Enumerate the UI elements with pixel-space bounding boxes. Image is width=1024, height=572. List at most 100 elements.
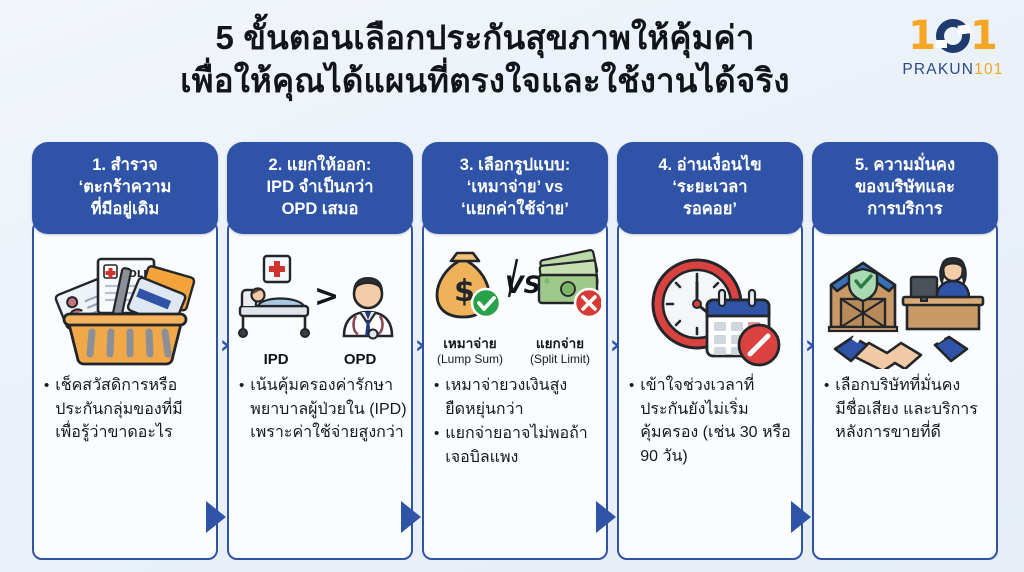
split-limit-caption-en: (Split Limit): [529, 352, 590, 366]
step-5-header-text: 5. ความมั่นคง ของบริษัทและ การบริการ: [855, 154, 955, 220]
split-limit-caption-th: แยกจ่าย: [535, 336, 585, 351]
bullet-dot-icon: •: [434, 425, 440, 442]
chevron-right-icon-4: ›: [804, 330, 816, 359]
step-4-header: 4. อ่านเงื่อนไข ‘ระยะเวลา รอคอย’: [617, 142, 803, 234]
step-3-head-line-3: ‘แยกค่าใช้จ่าย’: [461, 200, 569, 218]
list-item: • เข้าใจช่วงเวลาที่ประกันยังไม่เริ่มคุ้ม…: [629, 374, 797, 468]
step-2-body: > IPD OPD: [227, 220, 413, 560]
chevron-right-icon-3: ›: [609, 330, 621, 359]
svg-text:$: $: [454, 274, 475, 309]
page-title: 5 ขั้นตอนเลือกประกันสุขภาพให้คุ้มค่า เพื…: [90, 16, 880, 102]
list-item: • เหมาจ่ายวงเงินสูงยืดหยุ่นกว่า: [434, 374, 602, 421]
lump-sum-vs-split-limit-art: $ VS: [429, 243, 605, 366]
step-card-5[interactable]: 5. ความมั่นคง ของบริษัทและ การบริการ: [812, 142, 998, 560]
list-item: • เลือกบริษัทที่มั่นคง มีชื่อเสียง และบร…: [824, 374, 992, 445]
step-1-icon-zone: POLICY: [34, 246, 216, 374]
chevron-right-icon-2: ›: [414, 330, 426, 359]
lump-sum-caption-en: (Lump Sum): [436, 352, 504, 366]
step-4-head-line-2: ‘ระยะเวลา: [672, 178, 748, 196]
step-4-body: • เข้าใจช่วงเวลาที่ประกันยังไม่เริ่มคุ้ม…: [617, 220, 803, 560]
step-4-bullet-1-text: เข้าใจช่วงเวลาที่ประกันยังไม่เริ่มคุ้มคร…: [640, 377, 791, 465]
logo-wordmark-main: PRAKUN: [902, 61, 975, 78]
step-1-head-line-2: ‘ตะกร้าความ: [78, 178, 172, 196]
lump-sum-caption: เหมาจ่าย (Lump Sum): [431, 336, 509, 367]
step-3-bullet-2-text: แยกจ่ายอาจไม่พอถ้าเจอบิลแพง: [445, 425, 588, 466]
step-2-head-line-3: OPD เสมอ: [281, 200, 359, 218]
step-1-body: POLICY: [32, 220, 218, 560]
step-2-header-text: 2. แยกให้ออก: IPD จำเป็นกว่า OPD เสมอ: [267, 154, 374, 220]
step-3-head-line-1: 3. เลือกรูปแบบ:: [459, 156, 571, 174]
svg-text:POLICY: POLICY: [121, 269, 162, 280]
company-building-service-desk-handshake-icon: [827, 256, 985, 369]
step-3-bullets: • เหมาจ่ายวงเงินสูงยืดหยุ่นกว่า • แยกจ่า…: [434, 374, 602, 470]
chevron-right-icon-1: ›: [219, 330, 231, 359]
step-5-icon-zone: [814, 246, 996, 374]
logo-zero-ring-icon: [936, 19, 970, 53]
opd-label: OPD: [343, 351, 377, 368]
list-item: • เน้นคุ้มครองค่ารักษาพยาบาลผู้ป่วยใน (I…: [239, 374, 407, 445]
arrow-marker-2-icon: [401, 501, 421, 533]
bullet-dot-icon: •: [44, 377, 50, 394]
ipd-opd-labels: IPD OPD: [236, 351, 404, 368]
step-1-bullet-1-text: เช็คสวัสดิการหรือประกันกลุ่มของที่มี เพื…: [55, 377, 183, 441]
bullet-dot-icon: •: [434, 377, 440, 394]
step-5-header: 5. ความมั่นคง ของบริษัทและ การบริการ: [812, 142, 998, 234]
step-1-head-line-3: ที่มีอยู่เดิม: [90, 200, 160, 218]
step-1-bullets: • เช็คสวัสดิการหรือประกันกลุ่มของที่มี เ…: [44, 374, 212, 446]
step-4-head-line-3: รอคอย’: [683, 200, 737, 218]
step-3-head-line-2: ‘เหมาจ่าย’ vs: [466, 178, 564, 196]
lump-split-captions: เหมาจ่าย (Lump Sum) แยกจ่าย (Split Limit…: [429, 336, 601, 367]
money-bag-versus-banknotes-icon: $ VS: [435, 249, 605, 319]
step-4-header-text: 4. อ่านเงื่อนไข ‘ระยะเวลา รอคอย’: [658, 154, 761, 220]
step-5-head-line-2: ของบริษัทและ: [855, 178, 955, 196]
step-card-4[interactable]: 4. อ่านเงื่อนไข ‘ระยะเวลา รอคอย’: [617, 142, 803, 560]
step-5-body: • เลือกบริษัทที่มั่นคง มีชื่อเสียง และบร…: [812, 220, 998, 560]
step-3-body: $ VS: [422, 220, 608, 560]
step-3-header-text: 3. เลือกรูปแบบ: ‘เหมาจ่าย’ vs ‘แยกค่าใช้…: [460, 154, 570, 220]
bullet-dot-icon: •: [824, 377, 830, 394]
bullet-dot-icon: •: [629, 377, 635, 394]
steps-container: 1. สำรวจ ‘ตะกร้าความ ที่มีอยู่เดิม: [0, 142, 1024, 562]
ipd-label: IPD: [263, 351, 289, 368]
step-4-icon-zone: [619, 246, 801, 374]
logo-mark-icon: 1 1: [894, 14, 1012, 58]
step-5-bullet-1-text: เลือกบริษัทที่มั่นคง มีชื่อเสียง และบริก…: [835, 377, 978, 441]
list-item: • แยกจ่ายอาจไม่พอถ้าเจอบิลแพง: [434, 422, 602, 469]
step-2-head-line-1: 2. แยกให้ออก:: [268, 156, 372, 174]
logo-wordmark: PRAKUN101: [894, 61, 1012, 79]
clock-and-calendar-with-blocked-badge-icon: [651, 258, 781, 367]
step-2-header: 2. แยกให้ออก: IPD จำเป็นกว่า OPD เสมอ: [227, 142, 413, 234]
step-card-3[interactable]: 3. เลือกรูปแบบ: ‘เหมาจ่าย’ vs ‘แยกค่าใช้…: [422, 142, 608, 560]
step-5-bullets: • เลือกบริษัทที่มั่นคง มีชื่อเสียง และบร…: [824, 374, 992, 446]
arrow-marker-4-icon: [791, 501, 811, 533]
hospital-bed-versus-doctor-icon: >: [238, 254, 394, 340]
step-card-2[interactable]: 2. แยกให้ออก: IPD จำเป็นกว่า OPD เสมอ: [227, 142, 413, 560]
step-2-bullets: • เน้นคุ้มครองค่ารักษาพยาบาลผู้ป่วยใน (I…: [239, 374, 407, 446]
step-card-1[interactable]: 1. สำรวจ ‘ตะกร้าความ ที่มีอยู่เดิม: [32, 142, 218, 560]
step-3-header: 3. เลือกรูปแบบ: ‘เหมาจ่าย’ vs ‘แยกค่าใช้…: [422, 142, 608, 234]
step-2-icon-zone: > IPD OPD: [229, 246, 411, 374]
logo-wordmark-accent: 101: [974, 61, 1004, 78]
step-1-head-line-1: 1. สำรวจ: [92, 156, 158, 174]
step-2-bullet-1-text: เน้นคุ้มครองค่ารักษาพยาบาลผู้ป่วยใน (IPD…: [250, 377, 407, 441]
list-item: • เช็คสวัสดิการหรือประกันกลุ่มของที่มี เ…: [44, 374, 212, 445]
page-header: 5 ขั้นตอนเลือกประกันสุขภาพให้คุ้มค่า เพื…: [0, 0, 1024, 138]
arrow-marker-3-icon: [596, 501, 616, 533]
ipd-vs-opd-art: > IPD OPD: [236, 254, 404, 368]
step-2-head-line-2: IPD จำเป็นกว่า: [266, 178, 374, 196]
arrow-marker-1-icon: [206, 501, 226, 533]
logo-digit-right: 1: [970, 13, 998, 59]
bullet-dot-icon: •: [239, 377, 245, 394]
step-1-header-text: 1. สำรวจ ‘ตะกร้าความ ที่มีอยู่เดิม: [79, 154, 172, 220]
split-limit-caption: แยกจ่าย (Split Limit): [521, 336, 599, 367]
step-4-bullets: • เข้าใจช่วงเวลาที่ประกันยังไม่เริ่มคุ้ม…: [629, 374, 797, 469]
shopping-basket-with-policy-documents-icon: POLICY: [54, 257, 196, 366]
logo-digit-left: 1: [908, 13, 936, 59]
step-3-bullet-1-text: เหมาจ่ายวงเงินสูงยืดหยุ่นกว่า: [445, 377, 568, 418]
lump-sum-caption-th: เหมาจ่าย: [443, 336, 497, 351]
step-1-header: 1. สำรวจ ‘ตะกร้าความ ที่มีอยู่เดิม: [32, 142, 218, 234]
step-4-head-line-1: 4. อ่านเงื่อนไข: [658, 156, 762, 174]
page-title-line-2: เพื่อให้คุณได้แผนที่ตรงใจและใช้งานได้จริ…: [180, 62, 790, 99]
page-title-line-1: 5 ขั้นตอนเลือกประกันสุขภาพให้คุ้มค่า: [215, 19, 755, 56]
svg-text:>: >: [314, 279, 339, 314]
